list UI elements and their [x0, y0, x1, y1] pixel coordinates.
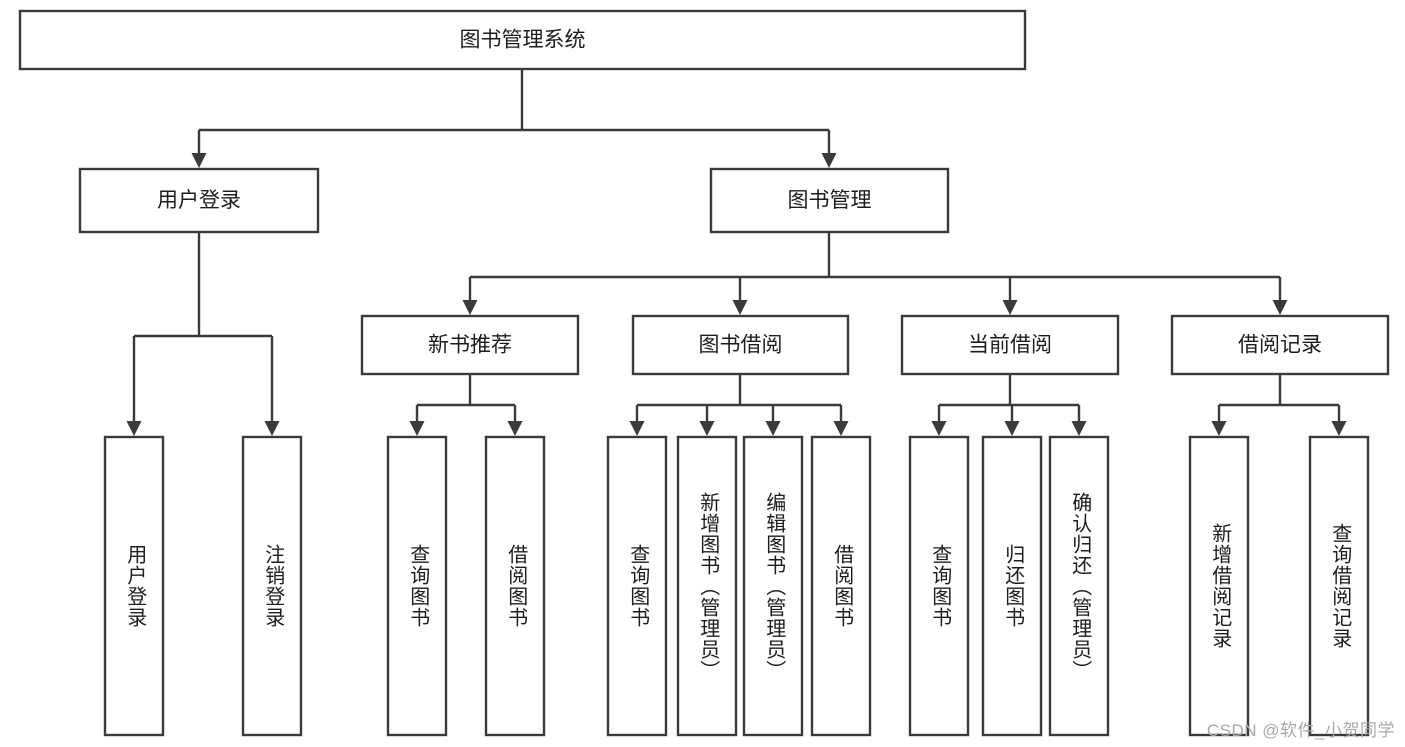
node-box-leaf-query-record[interactable] — [1308, 435, 1370, 737]
connector-group-root_to_level2 — [197, 69, 831, 155]
arrow-head-icon — [1272, 300, 1288, 315]
node-box-borrow_record[interactable] — [1170, 314, 1390, 376]
arrow-head-icon — [833, 421, 849, 436]
connector-group-user_login_to_leaves — [132, 232, 274, 423]
node-box-leaf-borrow-book-2[interactable] — [810, 435, 872, 737]
node-box-leaf-add-record[interactable] — [1188, 435, 1250, 737]
arrow-head-icon — [264, 421, 280, 436]
node-label-book_borrow: 图书借阅 — [699, 334, 783, 357]
node-label-root: 图书管理系统 — [460, 29, 586, 52]
connector-group-current_to_leaves — [937, 374, 1081, 423]
arrow-head-icon — [191, 153, 207, 168]
connector-group-book_mgmt_to_level3 — [468, 232, 1282, 302]
node-label-leaf-return-book: 归还图书 — [1001, 544, 1024, 628]
node-label-leaf-borrow-book-2: 借阅图书 — [830, 544, 853, 628]
node-label-book_mgmt: 图书管理 — [788, 189, 872, 212]
connector-group-record_to_leaves — [1217, 374, 1341, 423]
arrow-head-icon — [126, 421, 142, 436]
node-box-current_borrow[interactable] — [900, 314, 1120, 376]
connector-group-borrow_to_leaves — [635, 374, 843, 423]
node-label-leaf-user-login: 用户登录 — [123, 544, 146, 628]
arrow-head-icon — [931, 421, 947, 436]
node-box-leaf-query-book-2[interactable] — [606, 435, 668, 737]
node-box-new_book_rec[interactable] — [360, 314, 580, 376]
node-box-leaf-confirm-return[interactable] — [1048, 435, 1110, 737]
node-box-leaf-logout[interactable] — [241, 435, 303, 737]
node-label-borrow_record: 借阅记录 — [1238, 334, 1322, 357]
node-label-leaf-add-book: 新增图书（管理员） — [696, 491, 719, 681]
node-label-leaf-add-record: 新增借阅记录 — [1208, 523, 1231, 649]
node-box-leaf-edit-book[interactable] — [742, 435, 804, 737]
connector-layer — [126, 69, 1347, 436]
arrow-head-icon — [699, 421, 715, 436]
node-label-leaf-query-record: 查询借阅记录 — [1328, 523, 1351, 649]
node-label-leaf-confirm-return: 确认归还（管理员） — [1068, 491, 1091, 681]
arrow-head-icon — [732, 300, 748, 315]
arrow-head-icon — [462, 300, 478, 315]
arrow-head-icon — [1331, 421, 1347, 436]
watermark-text: CSDN @软件_小贺同学 — [1206, 721, 1395, 740]
arrow-head-icon — [507, 421, 523, 436]
arrow-head-icon — [1004, 421, 1020, 436]
node-label-leaf-query-book-3: 查询图书 — [928, 544, 951, 628]
node-label-leaf-logout: 注销登录 — [261, 544, 284, 628]
node-label-user_login: 用户登录 — [157, 189, 241, 212]
node-label-leaf-query-book-1: 查询图书 — [406, 544, 429, 628]
node-label-leaf-query-book-2: 查询图书 — [626, 544, 649, 628]
node-box-leaf-return-book[interactable] — [981, 435, 1043, 737]
node-box-root[interactable] — [18, 9, 1027, 71]
node-box-book_mgmt[interactable] — [709, 167, 950, 234]
arrow-head-icon — [1211, 421, 1227, 436]
node-box-book_borrow[interactable] — [631, 314, 850, 376]
node-label-new_book_rec: 新书推荐 — [428, 334, 512, 357]
connector-group-new_book_to_leaves — [415, 374, 517, 423]
node-box-leaf-query-book-1[interactable] — [386, 435, 448, 737]
arrow-head-icon — [765, 421, 781, 436]
arrow-head-icon — [1071, 421, 1087, 436]
node-box-leaf-query-book-3[interactable] — [908, 435, 970, 737]
node-label-current_borrow: 当前借阅 — [968, 334, 1052, 357]
node-box-leaf-user-login[interactable] — [103, 435, 165, 737]
node-box-leaf-borrow-book-1[interactable] — [484, 435, 546, 737]
arrow-head-icon — [629, 421, 645, 436]
box-layer — [18, 9, 1390, 737]
arrow-head-icon — [821, 153, 837, 168]
node-box-leaf-add-book[interactable] — [676, 435, 738, 737]
node-label-leaf-edit-book: 编辑图书（管理员） — [762, 491, 785, 681]
node-label-leaf-borrow-book-1: 借阅图书 — [504, 544, 527, 628]
node-box-user_login[interactable] — [78, 167, 320, 234]
arrow-head-icon — [409, 421, 425, 436]
arrow-head-icon — [1002, 300, 1018, 315]
